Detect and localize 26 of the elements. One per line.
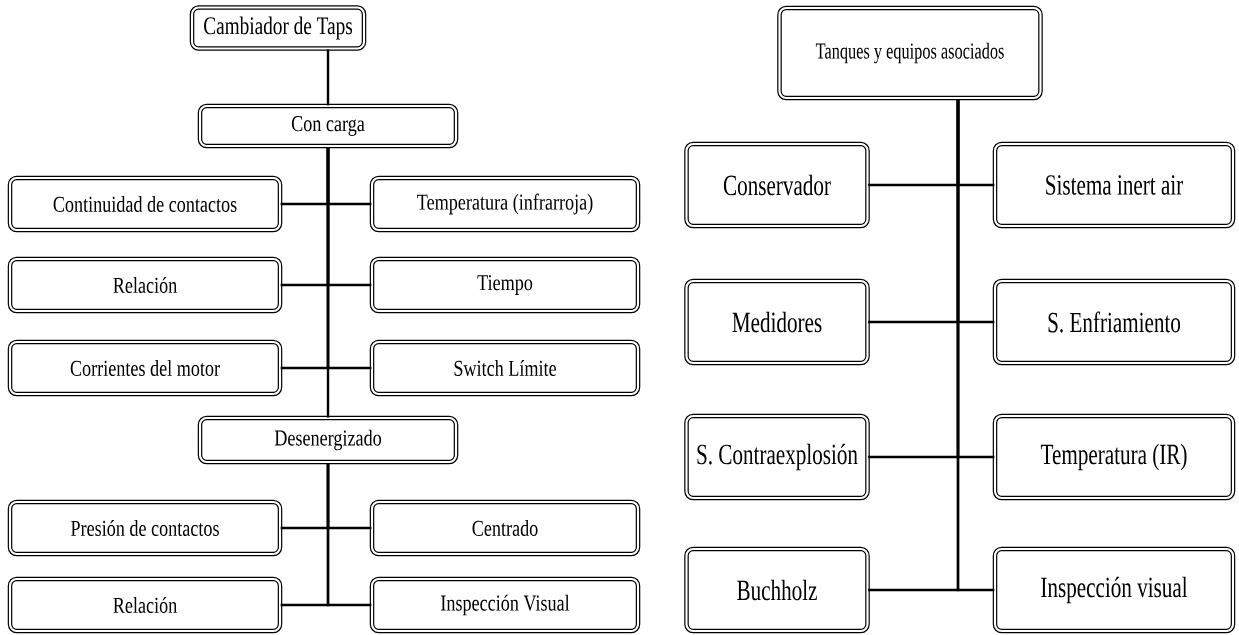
rounded-box: Presión de contactos xyxy=(7,499,283,557)
rounded-box: S. Contraexplosión xyxy=(684,413,870,501)
connector-line xyxy=(956,99,995,592)
rounded-box: Temperatura (infrarroja) xyxy=(369,175,641,233)
rounded-box: Tanques y equipos asociados xyxy=(777,5,1043,101)
rounded-box: Tiempo xyxy=(369,256,641,314)
rounded-box: S. Enfriamiento xyxy=(992,278,1236,366)
rounded-box: Inspección visual xyxy=(992,546,1236,634)
rounded-box: Relación xyxy=(7,576,283,634)
rounded-box: Sistema inert air xyxy=(992,141,1236,229)
rounded-box: Centrado xyxy=(369,499,641,557)
rounded-box: Cambiador de Taps xyxy=(189,5,367,51)
rounded-box: Con carga xyxy=(197,103,459,149)
rounded-box: Desenergizado xyxy=(197,415,459,465)
connector-line xyxy=(326,463,372,607)
rounded-box: Conservador xyxy=(684,141,870,229)
rounded-box: Corrientes del motor xyxy=(7,339,283,397)
rounded-box: Medidores xyxy=(684,278,870,366)
rounded-box: Continuidad de contactos xyxy=(7,175,283,233)
rounded-box: Temperatura (IR) xyxy=(992,413,1236,501)
rounded-box: Switch Límite xyxy=(369,339,641,397)
rounded-box: Relación xyxy=(7,256,283,314)
rounded-box: Buchholz xyxy=(684,546,870,634)
connector-line xyxy=(326,147,330,418)
rounded-box: Inspección Visual xyxy=(369,576,641,634)
connector-line xyxy=(326,49,330,106)
